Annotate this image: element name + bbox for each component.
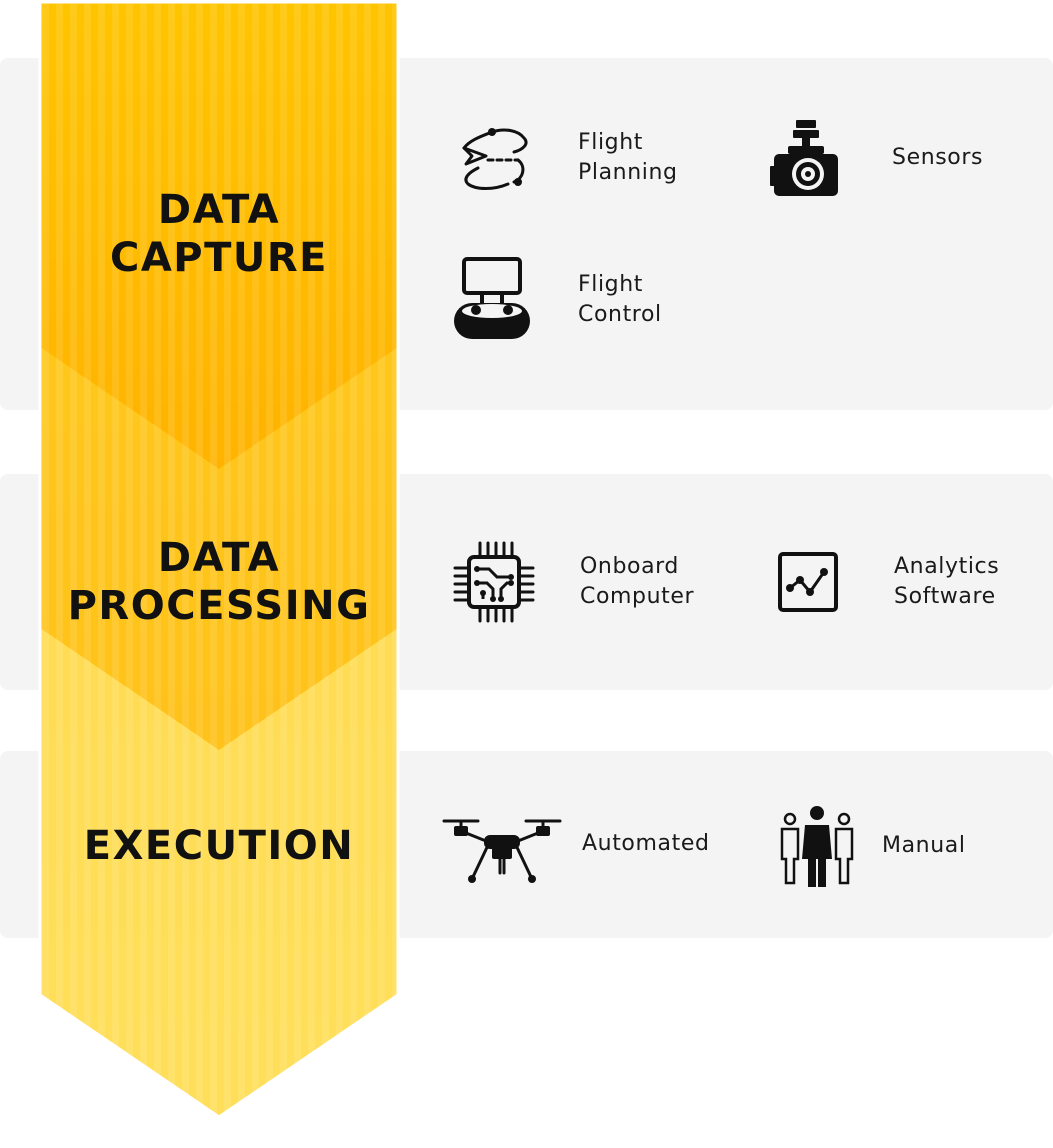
remote-controller-icon xyxy=(444,252,540,348)
item-label: Sensors xyxy=(892,145,984,170)
item-automated: Automated xyxy=(442,796,710,892)
item-analytics-software: Analytics Software xyxy=(760,534,999,630)
item-label: Onboard Computer xyxy=(580,554,695,609)
microchip-icon xyxy=(446,534,542,630)
item-label: Automated xyxy=(582,831,710,856)
line-chart-icon xyxy=(760,534,856,630)
item-sensors: Sensors xyxy=(758,110,983,206)
item-label: Analytics Software xyxy=(894,554,1000,609)
stage-title-data-processing: DATA PROCESSING xyxy=(67,535,371,629)
item-onboard-computer: Onboard Computer xyxy=(446,534,694,630)
stage-title-data-capture: DATA CAPTURE xyxy=(109,187,329,281)
camera-gimbal-icon xyxy=(758,110,854,206)
item-label: Flight Planning xyxy=(578,130,678,185)
item-label: Flight Control xyxy=(578,272,662,327)
item-label: Manual xyxy=(882,833,966,858)
item-manual: Manual xyxy=(772,798,966,894)
stage-title-execution: EXECUTION xyxy=(83,823,355,869)
item-flight-planning: Flight Planning xyxy=(444,110,678,206)
flight-path-icon xyxy=(444,110,540,206)
item-flight-control: Flight Control xyxy=(444,252,662,348)
people-icon xyxy=(772,798,862,894)
drone-icon xyxy=(442,796,562,892)
